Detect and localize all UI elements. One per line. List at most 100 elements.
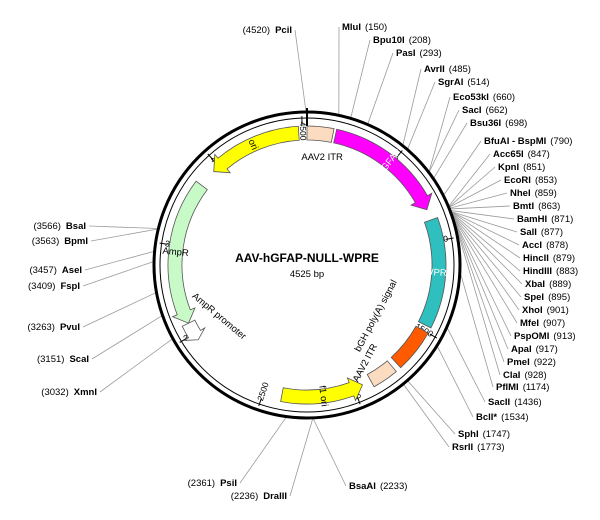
site-name: NheI [510,188,531,199]
site-position: (863) [538,201,560,212]
site-leader-bcli [437,346,474,418]
site-mfei: MfeI(907) [520,318,565,329]
site-position: (514) [467,77,489,88]
site-leader-eco53ki [428,96,451,172]
site-kpni: KpnI(851) [498,162,545,173]
site-name: BsaAI [349,481,376,492]
feature-f1-ori-arc [280,377,364,405]
site-ecori: EcoRI(853) [504,175,557,186]
site-position: (208) [409,35,431,46]
site-name: MfeI [520,318,539,329]
site-name: BsaI [66,221,86,232]
site-name: XmnI [74,387,97,398]
site-eco53ki: Eco53kI(660) [453,92,515,103]
site-leader-pflmi [460,274,494,388]
site-position: (922) [534,357,556,368]
site-leader-acci [451,211,520,246]
site-bpmi: BpmI(3563) [32,236,88,247]
site-leader-acc65i [448,153,491,207]
tick-mark [159,242,168,245]
site-leader-pspomi [453,218,512,337]
site-position: (2233) [380,481,407,492]
site-name: Eco53kI [453,92,489,103]
feature-ori-arc [213,125,300,174]
site-acci: AccI(878) [522,240,568,251]
site-leader-nhei [450,192,508,209]
site-position: (3409) [28,281,55,292]
site-name: SgrAI [438,77,463,88]
site-scai: ScaI(3151) [37,354,89,365]
site-position: (3151) [37,354,64,365]
site-leader-pcii [294,29,307,112]
site-bamhi: BamHI(871) [517,214,573,225]
site-name: BfuAI - BspMI [484,136,546,147]
site-position: (847) [528,149,550,160]
site-name: PsiI [220,478,237,489]
site-leader-bsaai [312,418,347,487]
site-leader-bpmi [90,228,158,242]
site-position: (928) [524,370,546,381]
site-xbai: XbaI(889) [525,279,571,290]
site-rsrii: RsrII(1773) [452,442,505,453]
site-bpu10i: Bpu10I(208) [373,35,431,46]
feature-hgfap-arc [333,128,433,211]
site-leader-scai [91,315,162,360]
site-leader-draiii [289,418,314,497]
site-name: EcoRI [504,175,531,186]
site-leader-kpni [449,166,496,207]
site-position: (150) [365,22,387,33]
site-leader-saci [429,109,460,172]
site-pspomi: PspOMI(913) [514,331,576,342]
site-leader-bamhi [451,210,515,220]
site-avrii: AvrII(485) [424,64,471,75]
site-position: (879) [553,253,575,264]
site-draiii: DraIII(2236) [231,491,287,502]
feature-ampr-arc [167,180,208,324]
site-leader-bsai [88,225,158,229]
site-leader-lines [82,26,523,497]
site-name: SphI [458,429,479,440]
tick-label: 4500 [298,121,309,141]
site-position: (1436) [514,397,541,408]
site-name: PmeI [507,357,530,368]
tick-mark [179,337,187,343]
tick-mark [207,153,214,161]
site-pcii: PciI(4520) [243,25,292,36]
site-position: (1773) [477,442,504,453]
site-asei: AseI(3457) [29,265,82,276]
site-name: PvuI [60,322,80,333]
feature-wpre-arc [417,216,447,329]
site-position: (3563) [32,236,59,247]
site-position: (913) [553,331,575,342]
site-leader-hindiii [451,212,521,272]
site-bsai: BsaI(3566) [33,221,86,232]
site-position: (4520) [243,25,270,36]
site-bmti: BmtI(863) [513,201,560,212]
feature-aav2-itr-arc [366,360,397,388]
tick-mark [445,237,454,240]
site-leader-pmei [454,220,505,363]
site-leader-fspi [82,261,154,287]
plasmid-name: AAV-hGFAP-NULL-WPRE [235,251,379,265]
site-pflmi: PflMI(1174) [496,382,549,393]
site-saci: SacI(662) [462,105,508,116]
restriction-site-labels: PciI(4520)MluI(150)Bpu10I(208)PasI(293)A… [27,22,578,502]
site-leader-xbai [452,213,523,285]
site-sali: SalI(877) [520,227,563,238]
site-leader-sphi [407,380,456,435]
site-xhoi: XhoI(901) [522,305,569,316]
site-position: (895) [548,292,570,303]
site-hindiii: HindIII(883) [523,266,578,277]
site-bfuai-bspmi: BfuAI - BspMI(790) [484,136,572,147]
site-leader-pasi [367,52,394,124]
site-hincii: HincII(879) [523,253,575,264]
tick-mark [258,398,262,407]
site-name: SpeI [524,292,544,303]
site-name: DraIII [263,491,287,502]
site-position: (851) [523,162,545,173]
plasmid-center-label: AAV-hGFAP-NULL-WPRE 4525 bp [235,251,379,280]
site-position: (293) [420,48,442,59]
site-leader-asei [84,251,154,271]
site-position: (1534) [501,412,528,423]
site-position: (485) [449,64,471,75]
